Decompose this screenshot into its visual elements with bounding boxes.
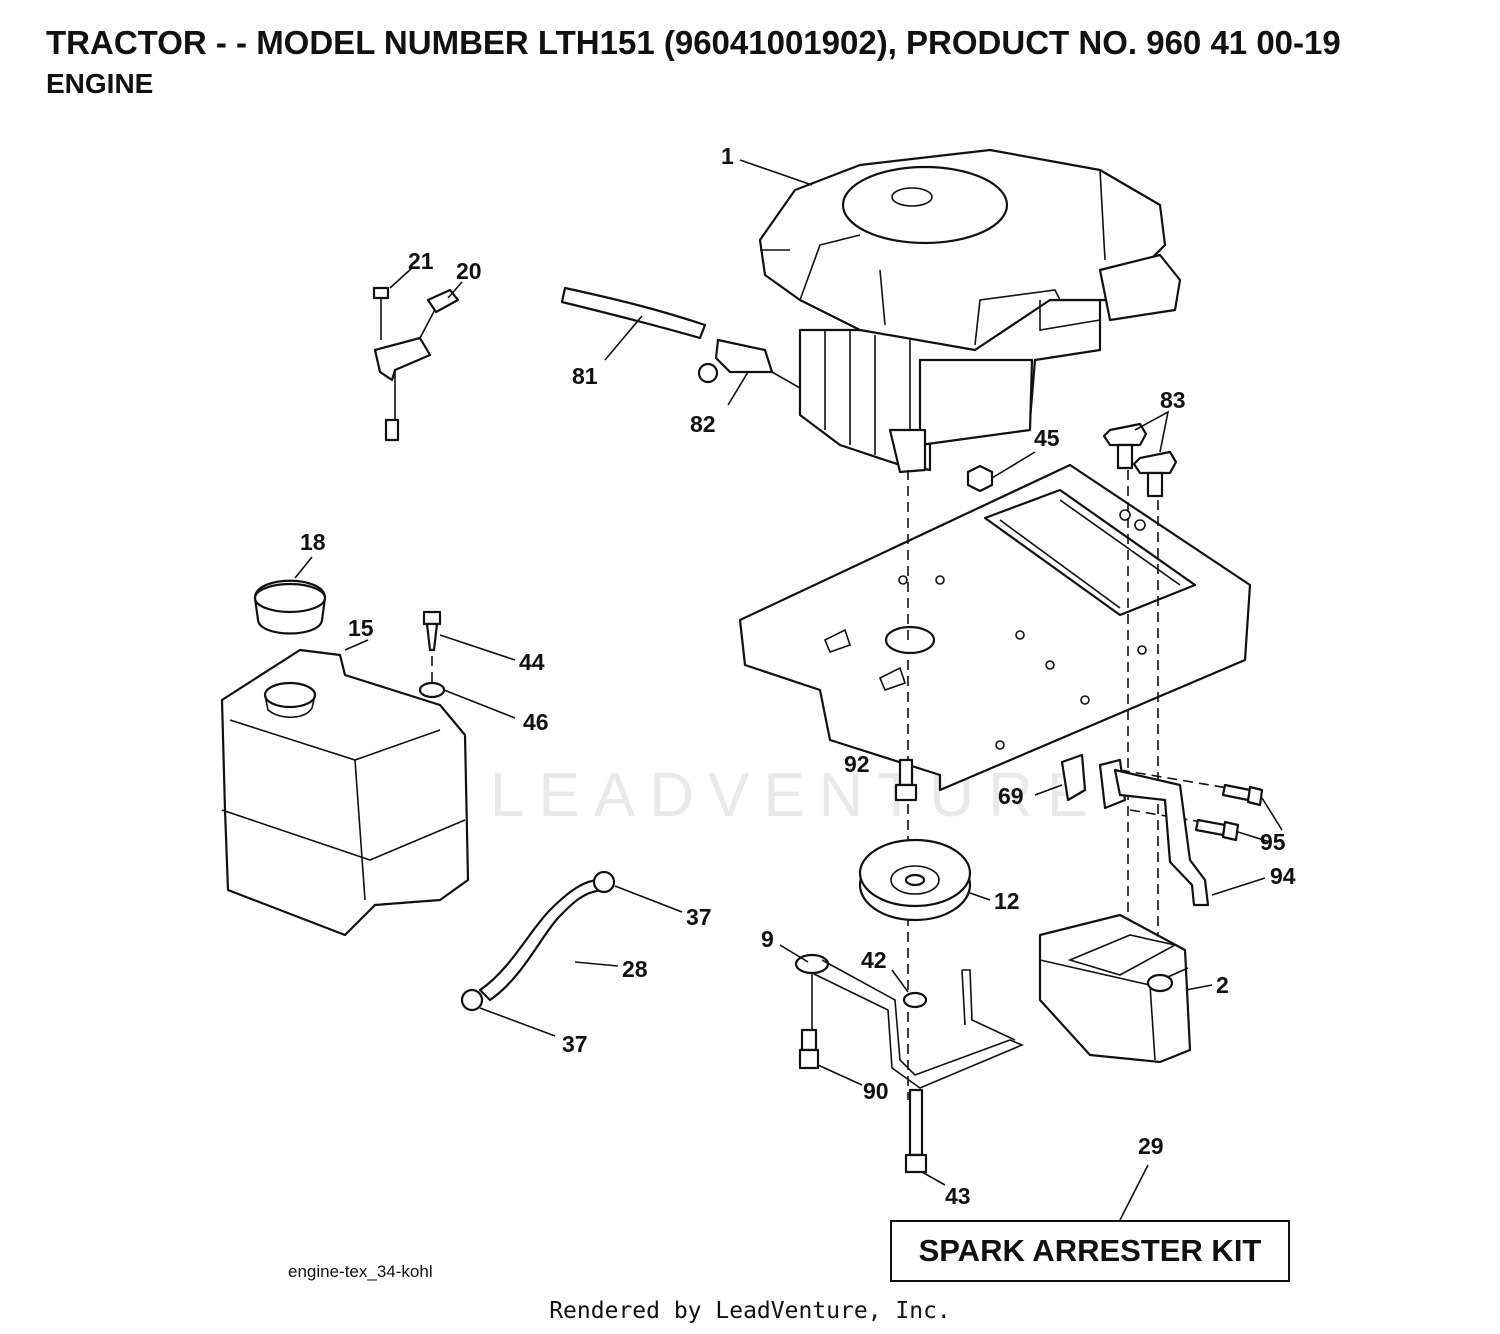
callout-92: 92 <box>844 751 870 777</box>
callout-81: 81 <box>572 363 598 389</box>
leader-83 <box>1134 410 1170 453</box>
leader-95 <box>1237 797 1283 843</box>
fuel-tank-part <box>220 648 470 937</box>
callout-15: 15 <box>348 615 374 641</box>
leader-12 <box>969 892 991 901</box>
callout-20: 20 <box>456 258 482 284</box>
callout-12: 12 <box>994 888 1020 914</box>
spark-arrester-kit-label: SPARK ARRESTER KIT <box>890 1220 1290 1282</box>
leader-29 <box>1119 1164 1149 1221</box>
callout-42: 42 <box>861 947 887 973</box>
callout-82: 82 <box>690 411 716 437</box>
leader-37-top <box>614 885 683 913</box>
throttle-bracket-part <box>372 286 460 442</box>
leader-15 <box>344 639 369 651</box>
leader-82 <box>727 371 749 406</box>
leader-43 <box>921 1171 946 1186</box>
leader-81 <box>604 315 643 361</box>
leader-21 <box>389 267 413 289</box>
footer-credit: Rendered by LeadVenture, Inc. <box>549 1298 951 1324</box>
leader-engine-82 <box>771 371 801 389</box>
frame-part <box>738 463 1252 792</box>
callout-69: 69 <box>998 783 1024 809</box>
page-subtitle: ENGINE <box>46 68 154 99</box>
callout-37-top: 37 <box>686 904 712 930</box>
alignment-line-bolts <box>1119 769 1241 826</box>
leader-37-bottom <box>479 1007 556 1037</box>
leader-20 <box>447 281 463 299</box>
callout-2: 2 <box>1216 972 1229 998</box>
figure-id: engine-tex_34-kohl <box>288 1262 433 1281</box>
watermark: LEADVENTURE <box>490 761 1103 830</box>
fuel-line-part <box>560 286 774 384</box>
alignment-line-right <box>1127 470 1159 935</box>
leader-2 <box>1185 984 1213 991</box>
callout-18: 18 <box>300 529 326 555</box>
callout-45: 45 <box>1034 425 1060 451</box>
callout-95: 95 <box>1260 829 1286 855</box>
fuel-hose-part <box>460 870 616 1012</box>
exhaust-pipe-part <box>1060 753 1210 907</box>
callout-29: 29 <box>1138 1133 1164 1159</box>
leader-46 <box>443 689 516 719</box>
callout-90: 90 <box>863 1078 889 1104</box>
leader-69 <box>1034 784 1063 796</box>
screw-part <box>418 610 446 699</box>
fuel-cap-part <box>253 579 327 635</box>
leader-18 <box>294 556 313 579</box>
callout-44: 44 <box>519 649 545 675</box>
callout-94: 94 <box>1270 863 1296 889</box>
exhaust-bolt-part <box>1194 783 1264 842</box>
leader-1 <box>739 159 813 186</box>
callout-46: 46 <box>523 709 549 735</box>
belt-guide-part <box>794 953 1025 1174</box>
callout-37-bottom: 37 <box>562 1031 588 1057</box>
pulley-part <box>858 838 972 922</box>
bolt-92-part <box>894 758 918 802</box>
leader-28 <box>574 961 619 967</box>
callout-9: 9 <box>761 926 774 952</box>
engine-part <box>758 148 1182 474</box>
nut-part <box>966 464 994 493</box>
callout-1: 1 <box>721 143 734 169</box>
leader-9 <box>779 944 809 963</box>
callout-43: 43 <box>945 1183 971 1209</box>
leader-45 <box>991 451 1036 479</box>
spark-arrester-kit-text: SPARK ARRESTER KIT <box>918 1233 1262 1268</box>
shoulder-bolt-part <box>1102 422 1178 498</box>
leader-94 <box>1211 877 1266 896</box>
callout-21: 21 <box>408 248 434 274</box>
callout-83: 83 <box>1160 387 1186 413</box>
muffler-part <box>1038 913 1192 1064</box>
leader-44 <box>439 634 516 661</box>
page-title: TRACTOR - - MODEL NUMBER LTH151 (9604100… <box>46 24 1341 61</box>
leader-90 <box>817 1064 863 1086</box>
callout-28: 28 <box>622 956 648 982</box>
leader-42 <box>891 969 909 993</box>
